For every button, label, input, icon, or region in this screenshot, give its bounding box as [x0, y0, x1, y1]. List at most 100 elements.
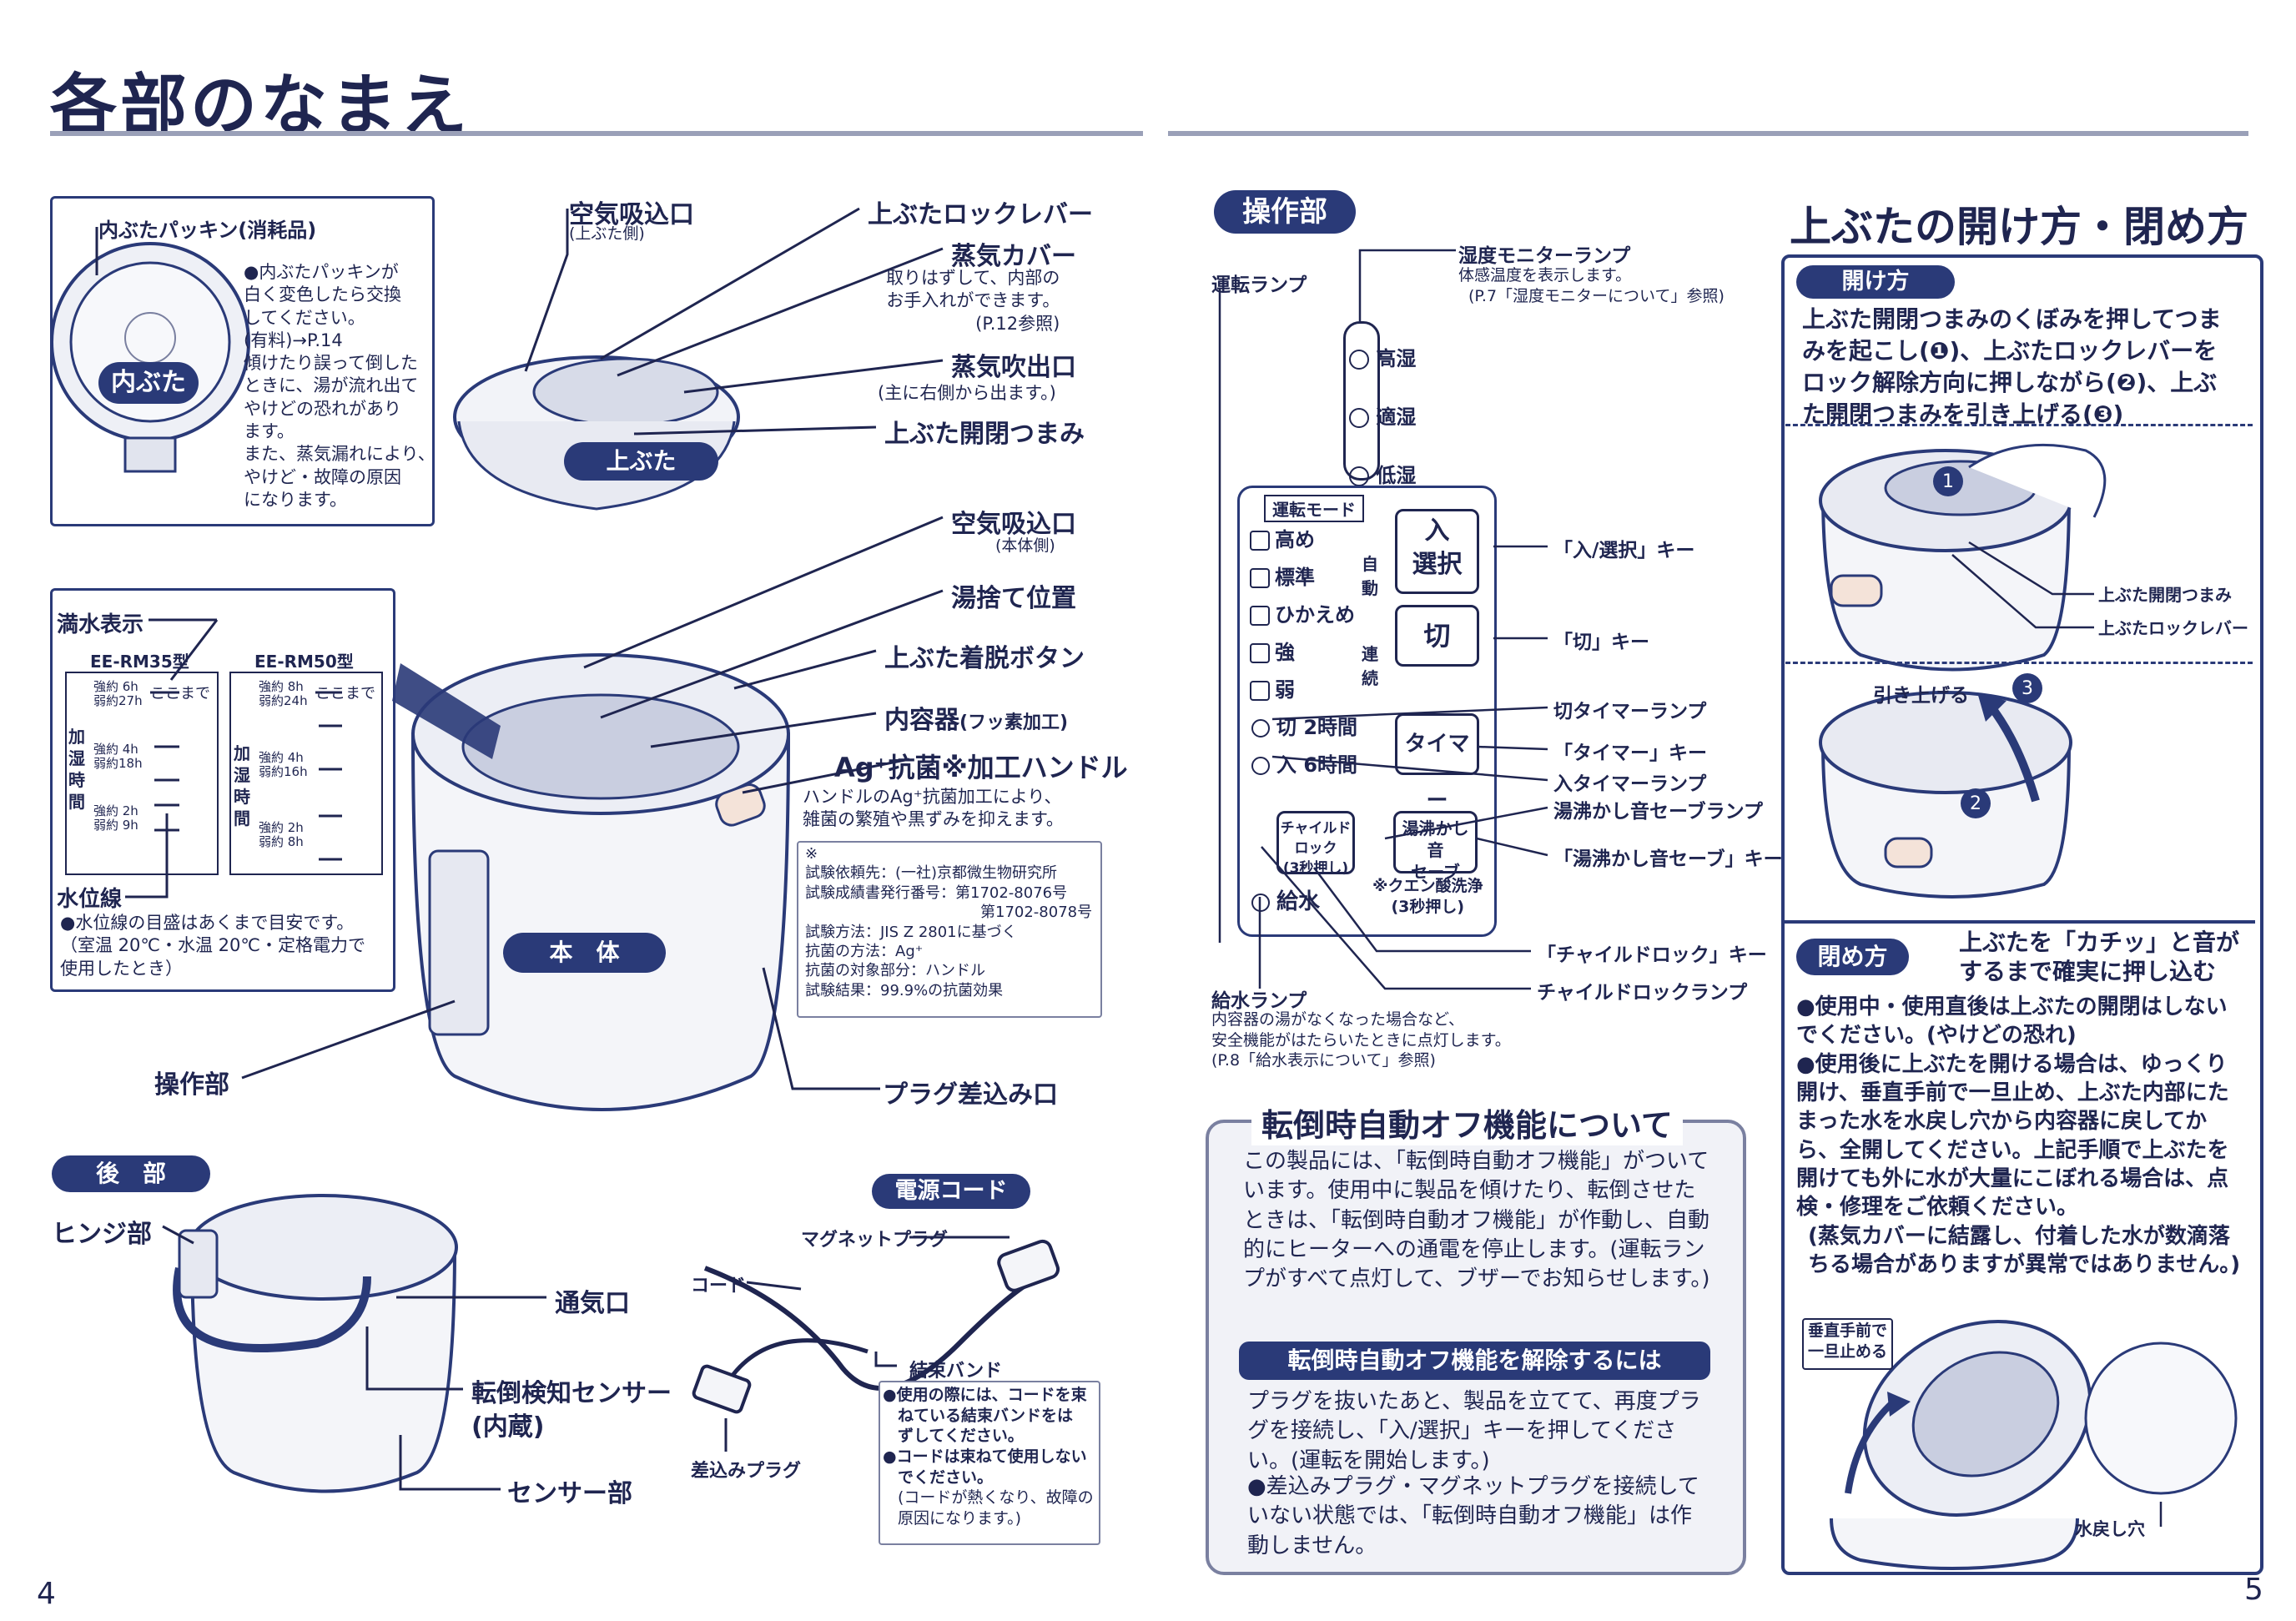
hinge-label: ヒンジ部: [52, 1220, 152, 1249]
tip-sensor-label: 転倒検知センサー: [471, 1379, 672, 1408]
continuous-label: 連続: [1362, 644, 1378, 688]
callout-quiet-lamp: 湯沸かし音セーブランプ: [1553, 801, 1763, 823]
tipover-body: この製品には、「転倒時自動オフ機能」がついています。使用中に製品を傾けたり、転倒…: [1243, 1149, 1710, 1292]
callout-on-select: 「入/選択」キー: [1553, 540, 1695, 561]
ag-handle-notes: ハンドルのAg⁺抗菌加工により、雑菌の繁殖や黒ずみを抑えます。: [803, 787, 1064, 830]
drain-position-label: 湯捨て位置: [951, 584, 1076, 613]
callout-off: 「切」キー: [1553, 632, 1649, 653]
timer-key[interactable]: タイマー: [1395, 713, 1479, 813]
steam-outlet-label: 蒸気吹出口: [951, 353, 1076, 382]
water-level-notes: ●水位線の目盛はあくまで目安です。（室温 20℃・水温 20℃・定格電力で使用し…: [60, 913, 365, 979]
humidity-lamp-notes: 体感温度を表示します。(P.7「湿度モニターについて」参照): [1458, 266, 1725, 305]
open-title: 開け方: [1796, 265, 1955, 299]
rear-title: 後 部: [52, 1155, 210, 1192]
pull-up-label: 引き上げる: [1873, 685, 1969, 707]
mode-title: 運転モード: [1264, 495, 1364, 522]
magnet-plug-label: マグネットプラグ: [801, 1230, 949, 1251]
callout-timer-key: 「タイマー」キー: [1553, 743, 1707, 764]
test-info-box: [797, 841, 1102, 1018]
water-lamp-label: 給水ランプ: [1211, 990, 1307, 1012]
lid-lock-lever-label: 上ぶたロックレバー: [868, 200, 1093, 229]
water-line-label: 水位線: [57, 887, 123, 912]
close-body: 上ぶたを「カチッ」と音がするまで確実に押し込む: [1959, 929, 2240, 985]
lid-section-box: [1781, 254, 2263, 1575]
humidity-lamp-label: 湿度モニターランプ: [1458, 245, 1631, 267]
scale-a-mark: ここまで: [150, 685, 210, 702]
timer-on-lamp: 入 6時間: [1251, 748, 1357, 778]
page-number-left: 4: [37, 1577, 56, 1611]
control-title: 操作部: [1214, 190, 1356, 234]
quiet-key[interactable]: 湯沸かし音セーブ: [1393, 811, 1478, 882]
water-level-box: [50, 588, 395, 992]
scale-b-side: 加湿時間: [234, 743, 250, 828]
lid-release-label: 上ぶた着脱ボタン: [884, 644, 1085, 673]
power-cord-notes-box: [879, 1381, 1100, 1545]
timer-off-lamp: 切 2時間: [1251, 711, 1357, 740]
tipover-sub-title: 転倒時自動オフ機能を解除するには: [1239, 1342, 1710, 1380]
humidity-levels: 高湿 適湿 低湿: [1349, 330, 1416, 505]
tipover-title: 転倒時自動オフ機能について: [1251, 1100, 1683, 1145]
air-intake-lid-label: 空気吸込口: [569, 200, 694, 229]
gasket-label: 内ぶたパッキン(消耗品): [98, 219, 317, 242]
open-lever-label: 上ぶたロックレバー: [2098, 618, 2248, 638]
upper-lid-label: 上ぶた: [564, 442, 718, 481]
open-divider-2: [1785, 662, 2253, 664]
ag-handle-label: Ag⁺抗菌※加工ハンドル: [834, 752, 1128, 783]
power-cord-notes: ●使用の際には、コードを束ねている結束バンドをはずしてください。●コードは束ねて…: [883, 1386, 1094, 1528]
water-supply-lamp: 給水: [1251, 884, 1320, 915]
run-lamp-label: 運転ランプ: [1211, 274, 1307, 296]
citric-note: ※クエン酸洗浄(3秒押し): [1372, 877, 1483, 916]
air-intake-body-sub: (本体側): [995, 536, 1055, 555]
tip-sensor-sub: (内蔵): [471, 1412, 545, 1442]
callout-timer-off-lamp: 切タイマーランプ: [1553, 701, 1707, 722]
page-number-right: 5: [2244, 1573, 2263, 1607]
callout-quiet-key: 「湯沸かし音セーブ」キー: [1553, 848, 1783, 870]
scale-a-side: 加湿時間: [68, 727, 85, 812]
steam-cover-notes: 取りはずして、内部のお手入れができます。(P.12参照): [886, 268, 1060, 334]
stop-label-box: [1802, 1318, 1893, 1370]
scale-b-frame: [229, 672, 383, 875]
model-b-label: EE-RM50型: [254, 652, 354, 672]
tipover-note: ●差込みプラグ・マグネットプラグを接続していない状態では、「転倒時自動オフ機能」…: [1247, 1474, 1699, 1558]
tipover-sub-body: プラグを抜いたあと、製品を立てて、再度プラグを接続し、「入/選択」キーを押してく…: [1247, 1389, 1701, 1473]
cord-label: コード: [691, 1276, 747, 1296]
open-body: 上ぶた開閉つまみのくぼみを押してつまみを起こし(❶)、上ぶたロックレバーをロック…: [1802, 305, 2222, 429]
plug-inlet-label: プラグ差込み口: [883, 1080, 1058, 1110]
vent-label: 通気口: [555, 1289, 630, 1318]
off-key[interactable]: 切: [1395, 605, 1479, 667]
lid-knob-label: 上ぶた開閉つまみ: [884, 420, 1085, 449]
open-knob-label: 上ぶた開閉つまみ: [2098, 585, 2232, 605]
full-water-label: 満水表示: [57, 612, 144, 637]
auto-label: 自動: [1362, 554, 1378, 598]
callout-child-lock-key: 「チャイルドロック」キー: [1537, 944, 1767, 966]
air-intake-lid-sub: (上ぶた側): [569, 224, 645, 243]
water-return-hole-label: 水戻し穴: [2075, 1519, 2145, 1539]
scale-b-mark: ここまで: [315, 685, 375, 702]
stop-label: 垂直手前で一旦止める: [1808, 1321, 1888, 1361]
child-lock-key[interactable]: チャイルドロック(3秒押し): [1276, 811, 1355, 877]
title-rule-right: [1168, 131, 2248, 136]
open-divider-1: [1785, 424, 2253, 426]
air-intake-body-label: 空気吸込口: [951, 510, 1076, 539]
callout-child-lock-lamp: チャイルドロックランプ: [1537, 982, 1748, 1004]
model-a-label: EE-RM35型: [90, 652, 189, 672]
callout-timer-on-lamp: 入タイマーランプ: [1553, 773, 1707, 795]
close-notes: ●使用中・使用直後は上ぶたの開閉はしないでください。(やけどの恐れ) ●使用後に…: [1796, 994, 2241, 1277]
inner-lid-label: 内ぶた: [98, 362, 199, 404]
close-title: 閉め方: [1796, 939, 1909, 975]
inner-container-label: 内容器(フッ素加工): [884, 706, 1069, 735]
steam-outlet-note: (主に右側から出ます。): [878, 383, 1056, 403]
lid-section-title: 上ぶたの開け方・閉め方: [1790, 203, 2248, 251]
power-cord-title: 電源コード: [872, 1174, 1030, 1209]
plug-label: 差込みプラグ: [691, 1461, 802, 1482]
water-lamp-notes: 内容器の湯がなくなった場合など、安全機能がはたらいたときに点灯します。(P.8「…: [1211, 1010, 1511, 1070]
mode-list: 高め 標準 ひかえめ 強 弱: [1250, 521, 1355, 709]
control-panel-label: 操作部: [154, 1070, 229, 1100]
steam-cover-label: 蒸気カバー: [951, 242, 1076, 271]
body-label: 本 体: [503, 933, 666, 973]
on-select-key[interactable]: 入選択: [1395, 509, 1479, 594]
band-label: 結束バンド: [909, 1361, 1003, 1382]
